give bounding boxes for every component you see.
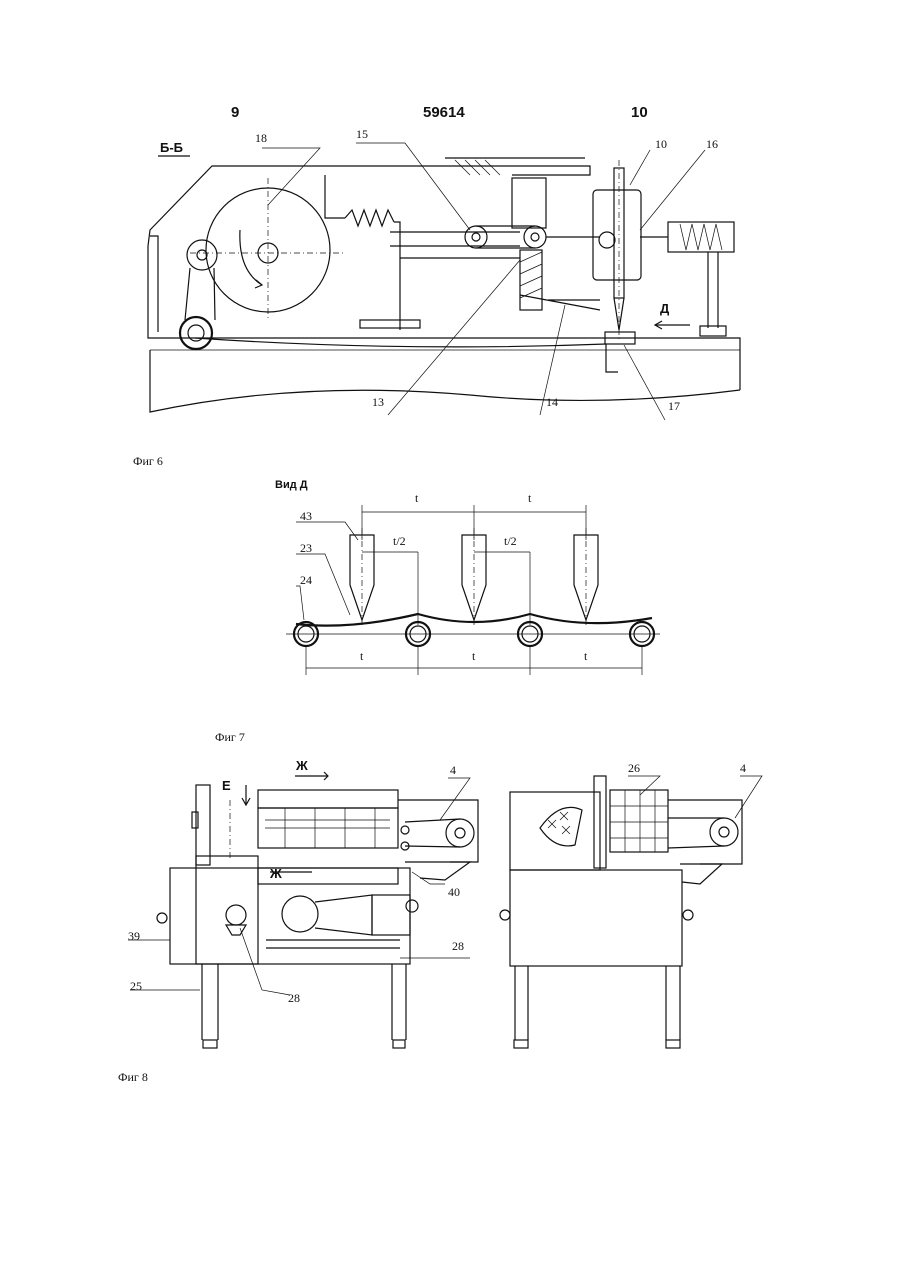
callout-4-left: 4	[450, 763, 456, 777]
view-mark-zh-2: Ж	[269, 866, 282, 881]
callout-25: 25	[130, 979, 142, 993]
callout-26: 26	[628, 761, 640, 775]
callout-40: 40	[448, 885, 460, 899]
view-mark-zh-1: Ж	[295, 758, 308, 773]
callout-4-right: 4	[740, 761, 746, 775]
callout-39: 39	[128, 929, 140, 943]
callout-28-left: 28	[288, 991, 300, 1005]
view-mark-e: Е	[222, 778, 231, 793]
fig8-caption: Фиг 8	[118, 1070, 148, 1085]
callout-28-right: 28	[452, 939, 464, 953]
figure-8-drawing: Е Ж Ж 4 40 39 28 25 28	[0, 0, 900, 1100]
